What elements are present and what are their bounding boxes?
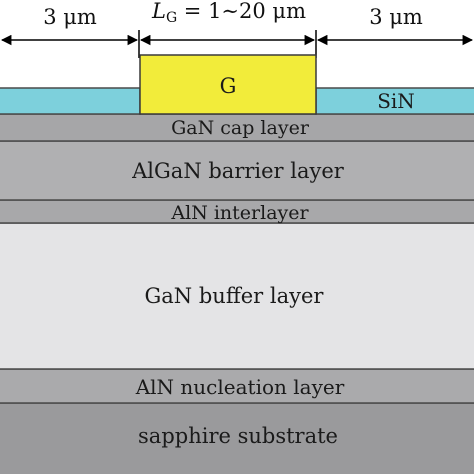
aln-interlayer-label: AlN interlayer	[170, 202, 309, 224]
sin-left-passivation	[0, 87, 141, 115]
gan-buffer-layer	[0, 222, 474, 370]
algan-barrier-layer	[0, 140, 474, 201]
aln-nucleation-layer	[0, 368, 474, 404]
gate-length-value: = 1∼20 μm	[177, 0, 306, 23]
gate-length-subscript: G	[166, 10, 177, 26]
layer-labels: G SiN GaN cap layer AlGaN barrier layer …	[131, 74, 415, 448]
aln-nucleation-label: AlN nucleation layer	[135, 375, 345, 399]
sapphire-substrate-layer	[0, 402, 474, 474]
gan-cap-label: GaN cap layer	[171, 117, 310, 139]
sin-label: SiN	[377, 89, 415, 113]
right-spacing-label: 3 μm	[369, 5, 423, 29]
sapphire-substrate-label: sapphire substrate	[138, 424, 338, 448]
gate-length-symbol: L	[151, 0, 166, 23]
layer-stack	[0, 54, 474, 474]
algan-barrier-label: AlGaN barrier layer	[131, 159, 345, 183]
gate-label: G	[220, 74, 237, 98]
gate-electrode	[139, 54, 317, 115]
gate-length-label: LG = 1∼20 μm	[151, 0, 306, 26]
dimension-annotations: 3 μm LG = 1∼20 μm 3 μm	[0, 0, 474, 58]
left-spacing-label: 3 μm	[43, 5, 97, 29]
gan-buffer-label: GaN buffer layer	[145, 284, 325, 308]
